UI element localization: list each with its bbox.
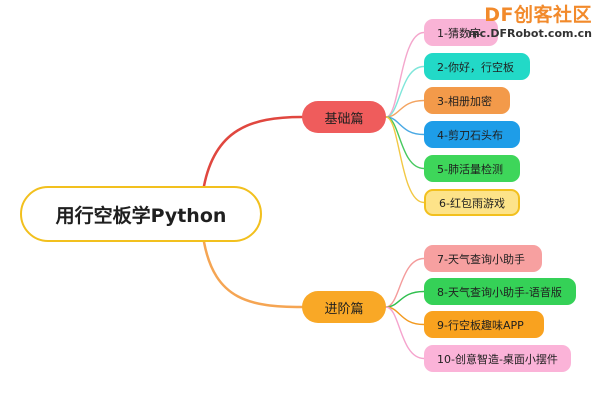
edge-leaf-0-5 (385, 116, 425, 204)
dfrobot-watermark: DF创客社区 mc.DFRobot.com.cn (468, 4, 592, 41)
dfrobot-logo: DF创客社区 (484, 4, 592, 26)
leaf-hello-unihiker[interactable]: 2-你好，行空板 (424, 53, 530, 80)
edge-leaf-1-3 (385, 306, 425, 360)
edge-leaf-1-1 (385, 290, 425, 308)
watermark-url: mc.DFRobot.com.cn (468, 27, 592, 40)
leaf-fun-app[interactable]: 9-行空板趣味APP (424, 311, 544, 338)
leaf-weather-assistant-voice[interactable]: 8-天气查询小助手-语音版 (424, 278, 576, 305)
leaf-weather-assistant[interactable]: 7-天气查询小助手 (424, 245, 542, 272)
leaf-album-encryption[interactable]: 3-相册加密 (424, 87, 510, 114)
edge-leaf-0-4 (385, 116, 425, 170)
leaf-red-packet-game[interactable]: 6-红包雨游戏 (424, 189, 520, 216)
root-node[interactable]: 用行空板学Python (20, 186, 262, 242)
branch-basic[interactable]: 基础篇 (302, 101, 386, 133)
edge-leaf-0-2 (385, 99, 425, 118)
edge-root-advanced (202, 240, 304, 309)
leaf-rock-paper-scissors[interactable]: 4-剪刀石头布 (424, 121, 520, 148)
leaf-lung-capacity[interactable]: 5-肺活量检测 (424, 155, 520, 182)
edge-leaf-1-0 (385, 257, 425, 308)
leaf-desktop-ornament[interactable]: 10-创意智造-桌面小摆件 (424, 345, 571, 372)
edge-leaf-0-1 (385, 65, 425, 118)
edge-leaf-0-0 (385, 31, 425, 118)
leaf-guess-number[interactable]: 1-猜数字 (424, 19, 498, 46)
branch-advanced[interactable]: 进阶篇 (302, 291, 386, 323)
edge-root-basic (202, 115, 304, 188)
